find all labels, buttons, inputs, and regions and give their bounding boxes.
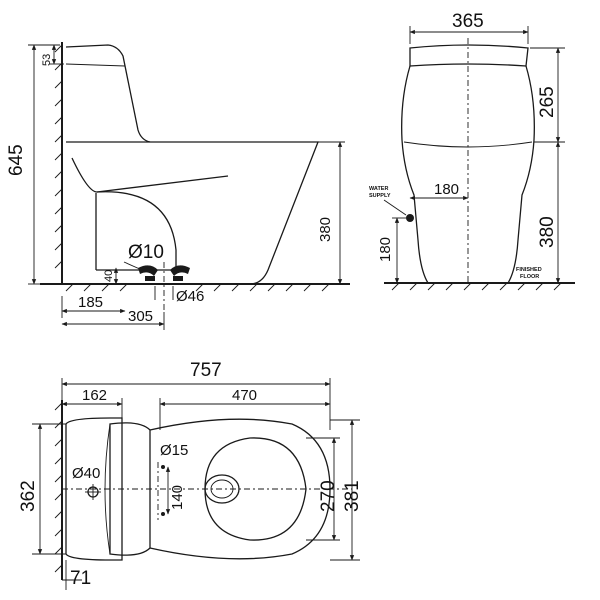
floor-hatch: [65, 283, 330, 292]
finished-floor-label-1: FINISHED: [516, 267, 542, 273]
dim-hole-diameter: Ø40: [72, 465, 100, 482]
dim-outlet-height: 40: [103, 270, 115, 282]
dim-bolt-diameter: Ø46: [176, 288, 204, 305]
finished-floor-label-2: FLOOR: [520, 274, 539, 280]
side-view: 645 53 380 Ø10 40 Ø46 185 305: [6, 42, 350, 330]
dim-overall-width: 381: [342, 480, 363, 512]
dim-bowl-height-front: 380: [537, 216, 558, 248]
front-body-outline: [401, 65, 429, 284]
dim-front-width: 365: [452, 11, 484, 32]
outlet-flange: [138, 262, 190, 312]
dim-supply-height: 180: [377, 237, 394, 262]
side-bowl-outline: [66, 141, 319, 285]
dim-outlet-diameter: Ø10: [128, 242, 164, 263]
dim-tank-height: 265: [537, 86, 558, 118]
front-floor-hatch: [391, 282, 562, 291]
side-tank-outline: [65, 44, 151, 143]
top-view: Ø40 Ø15 140 757 162 470 362 270: [18, 360, 363, 590]
dim-bowl-length: 470: [232, 387, 257, 404]
front-view: WATER SUPPLY 365 265 380 180 180 FINISHE…: [369, 11, 575, 291]
dim-wall-offset: 71: [70, 568, 91, 589]
dim-total-length: 757: [190, 360, 222, 381]
top-wall-hatch: [54, 402, 63, 573]
dim-tank-depth: 162: [82, 387, 107, 404]
dim-outlet-center: 185: [78, 294, 103, 311]
dim-bowl-height-side: 380: [317, 217, 334, 242]
water-supply-label-1: WATER: [369, 186, 388, 192]
wall-hatch: [54, 44, 63, 269]
dim-pin-spacing: 140: [169, 485, 186, 510]
water-supply-point: [406, 214, 414, 222]
side-trap: [71, 157, 229, 193]
dim-total-height: 645: [6, 144, 27, 176]
dim-supply-offset: 180: [434, 181, 459, 198]
top-tank-outline: [65, 417, 123, 561]
front-tank-lid: [409, 44, 529, 67]
dim-bowl-width: 270: [318, 480, 339, 512]
dim-pin-diameter: Ø15: [160, 442, 188, 459]
dim-tank-lid: 53: [41, 54, 53, 66]
dim-total-width: 362: [18, 480, 39, 512]
water-supply-label-2: SUPPLY: [369, 193, 391, 199]
dim-mount-spacing: 305: [128, 308, 153, 325]
